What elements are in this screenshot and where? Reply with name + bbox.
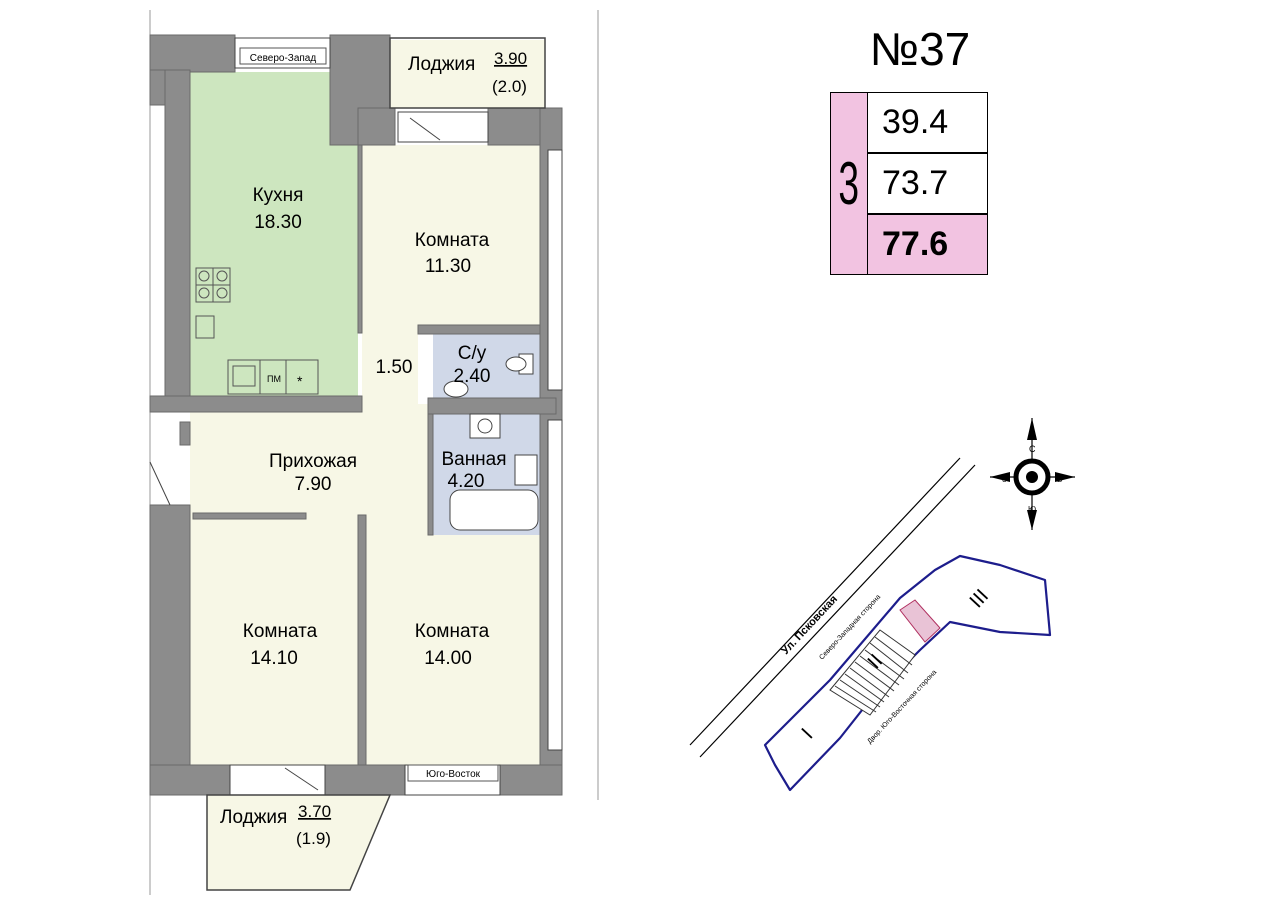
- selected-section: [899, 599, 941, 643]
- loggia-bottom-floor: [207, 795, 390, 890]
- door-swing: [149, 461, 171, 506]
- compass-w: З: [1002, 475, 1007, 484]
- compass-e: В: [1057, 475, 1062, 484]
- area-summary-table: 3 39.4 73.7 77.6: [830, 92, 988, 275]
- toilet-name: С/у: [458, 343, 487, 364]
- se-direction-label: Юго-Восток: [426, 769, 481, 780]
- total-area: 73.7: [882, 164, 949, 202]
- dishwasher-label: ПМ: [267, 374, 281, 384]
- room-top-name: Комната: [415, 230, 490, 251]
- room-top-area: 11.30: [425, 256, 471, 277]
- se-label-box: [407, 764, 499, 782]
- rooms-count: 3: [838, 150, 860, 217]
- kitchen-name: Кухня: [253, 185, 304, 206]
- kitchen-equipment: [195, 267, 319, 395]
- loggia-bottom-outline: [206, 794, 392, 891]
- apartment-number: №37: [869, 23, 971, 75]
- loggia-top-floor: [390, 40, 545, 108]
- room-left-floor: [190, 515, 358, 765]
- room-left-area: 14.10: [250, 648, 298, 669]
- appliance-extra-label: *: [297, 373, 303, 389]
- total-area-cell: 73.7: [867, 153, 988, 214]
- loggia-top-name: Лоджия: [408, 54, 475, 75]
- room-top-floor: [362, 145, 540, 329]
- living-area-cell: 39.4: [867, 92, 988, 153]
- room-left-name: Комната: [243, 621, 318, 642]
- street-line: [699, 464, 976, 758]
- total-with-loggia-cell: 77.6: [867, 214, 988, 275]
- door-swing: [409, 117, 441, 141]
- hall-area: 7.90: [295, 474, 332, 495]
- room-right-area: 14.00: [424, 648, 472, 669]
- living-area: 39.4: [882, 103, 949, 141]
- nw-direction-label: Северо-Запад: [250, 53, 317, 64]
- compass-icon: [990, 418, 1075, 530]
- toilet-area: 2.40: [454, 366, 491, 387]
- loggia-top-outline: [389, 37, 546, 109]
- bath-name: Ванная: [441, 449, 506, 470]
- loggia-bottom-reduced: (1.9): [296, 829, 331, 848]
- corridor-area: 1.50: [376, 357, 413, 378]
- plumbing: [443, 353, 539, 531]
- bath-area: 4.20: [448, 471, 485, 492]
- compass-s: Ю: [1028, 505, 1036, 514]
- kitchen-area: 18.30: [254, 212, 302, 233]
- nw-label-box: [239, 47, 327, 65]
- hall-name: Прихожая: [269, 451, 357, 472]
- loggia-bottom-area: 3.70: [298, 802, 331, 821]
- site-building: [763, 554, 1052, 792]
- street-line: [689, 457, 961, 746]
- total-with-loggia: 77.6: [882, 225, 949, 263]
- door-swing: [284, 767, 319, 791]
- compass-n: С: [1029, 444, 1036, 454]
- rooms-count-cell: 3: [830, 92, 868, 275]
- loggia-top-reduced: (2.0): [492, 77, 527, 96]
- room-right-name: Комната: [415, 621, 490, 642]
- loggia-bottom-name: Лоджия: [220, 807, 287, 828]
- loggia-top-area: 3.90: [494, 49, 527, 68]
